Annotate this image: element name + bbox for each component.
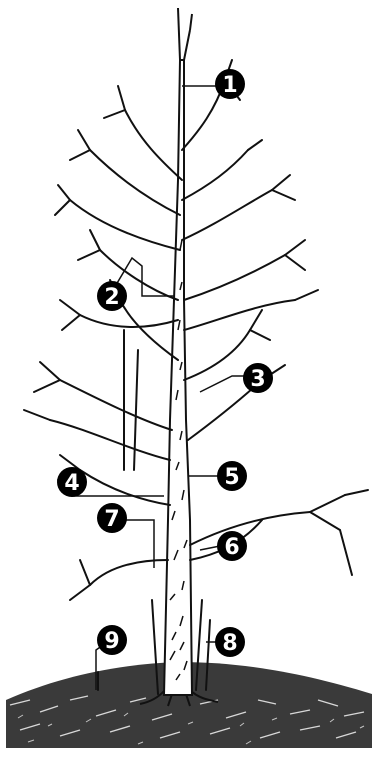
callout-1-label: 1 [222, 73, 237, 98]
callout-7: 7 [97, 503, 127, 533]
callout-7-label: 7 [104, 507, 119, 532]
callout-8: 8 [215, 627, 245, 657]
callout-4-label: 4 [64, 471, 79, 496]
callout-5: 5 [217, 461, 247, 491]
callout-8-label: 8 [222, 631, 237, 656]
mid-branches [60, 230, 318, 380]
callout-2-label: 2 [104, 285, 119, 310]
callout-6-label: 6 [224, 535, 239, 560]
callout-1: 1 [215, 69, 245, 99]
callout-6: 6 [217, 531, 247, 561]
callout-3: 3 [243, 363, 273, 393]
callout-3-label: 3 [250, 367, 265, 392]
callout-5-label: 5 [224, 465, 239, 490]
callout-4: 4 [57, 467, 87, 497]
central-leader [178, 8, 192, 60]
upper-branches [55, 60, 295, 250]
leader-lines [72, 86, 252, 690]
callout-9: 9 [97, 625, 127, 655]
callout-2: 2 [97, 281, 127, 311]
callout-9-label: 9 [104, 629, 119, 654]
